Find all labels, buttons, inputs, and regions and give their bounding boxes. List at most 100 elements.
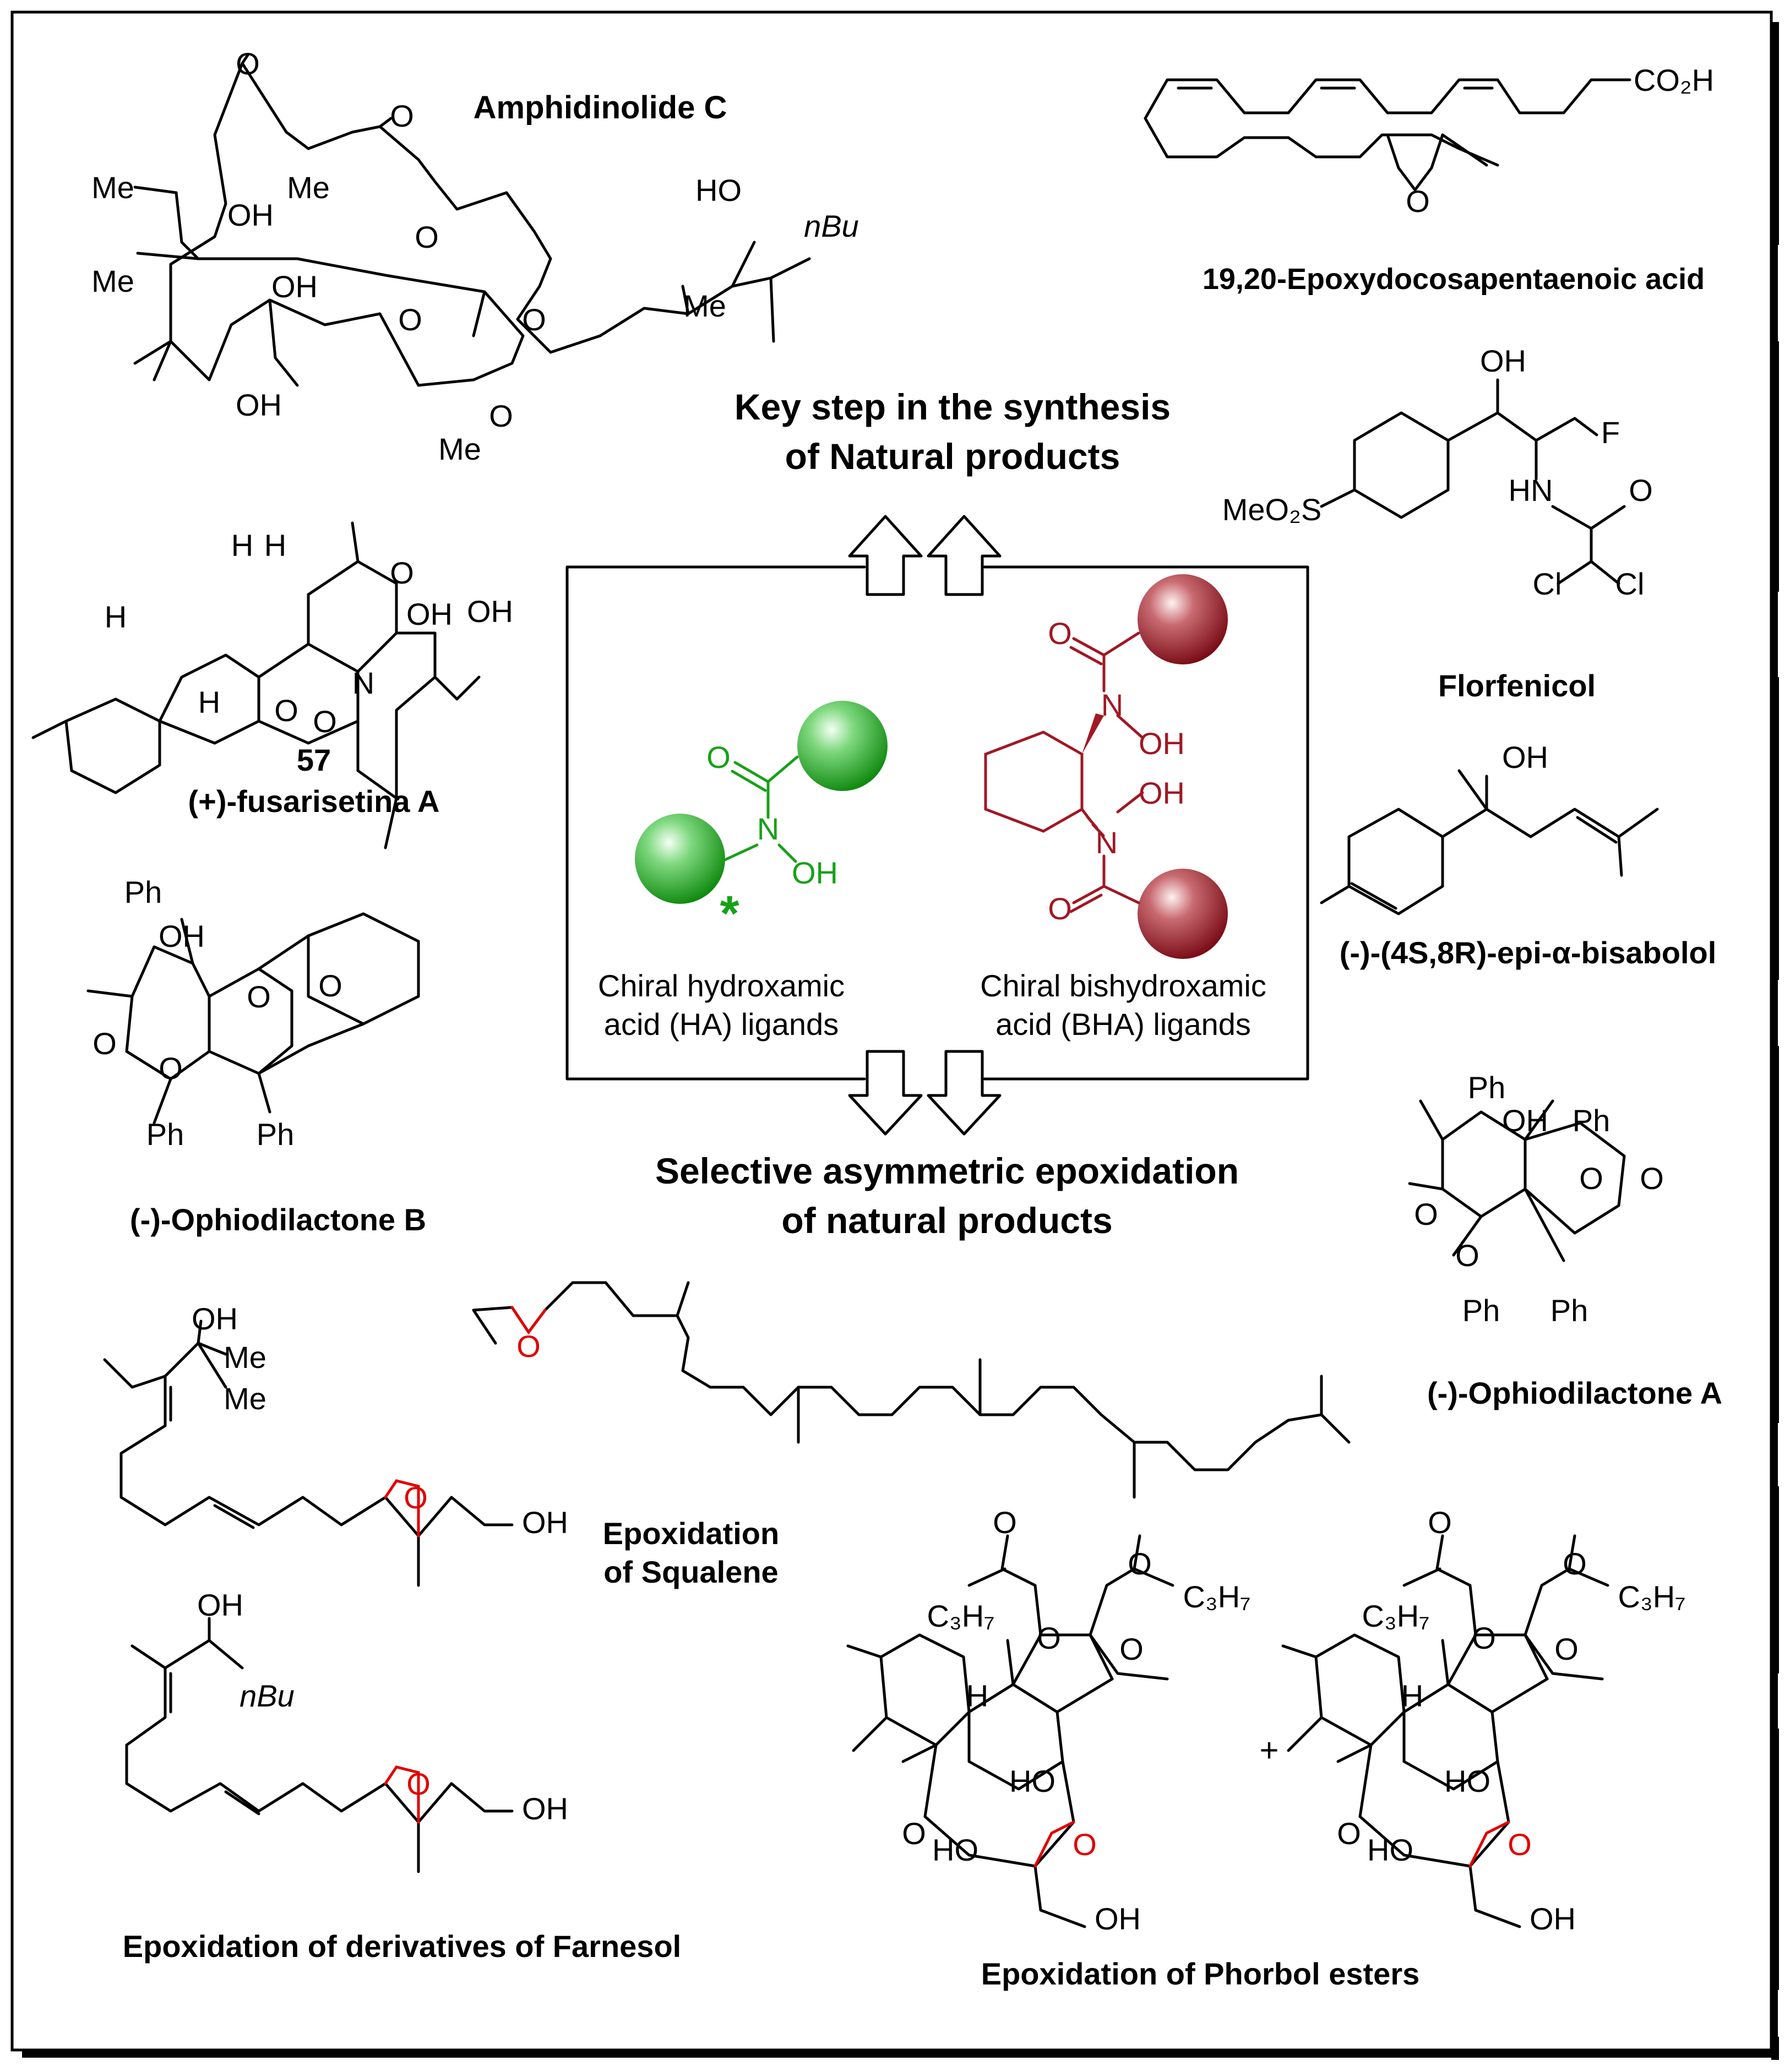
flor-atom-hn: HN xyxy=(1509,473,1553,508)
key-step-title-line2: of Natural products xyxy=(785,436,1120,477)
ph2-atom-o3: O xyxy=(1472,1621,1496,1655)
flor-atom-cl2: Cl xyxy=(1615,566,1645,601)
ph1-atom-ho1: HO xyxy=(1009,1764,1055,1798)
florfenicol-title: Florfenicol xyxy=(1438,668,1596,703)
selective-epoxidation-title-line1: Selective asymmetric epoxidation xyxy=(655,1150,1239,1191)
ha-caption-line2: acid (HA) ligands xyxy=(604,1007,839,1042)
flor-atom-cl1: Cl xyxy=(1533,566,1562,601)
fusarisetina-structure xyxy=(31,521,481,849)
ph1-atom-o4: O xyxy=(1119,1632,1144,1666)
opha-atom-o2: O xyxy=(1640,1161,1664,1196)
flor-atom-oh: OH xyxy=(1480,343,1526,378)
flor-atom-o: O xyxy=(1629,473,1653,508)
amph-atom-oh2: OH xyxy=(271,269,318,304)
amph-atom-oh1: OH xyxy=(227,198,274,232)
ophb-atom-o3: O xyxy=(93,1026,117,1061)
ph1-atom-c3h7a: C₃H₇ xyxy=(927,1599,995,1633)
farnesol-title: Epoxidation of derivatives of Farnesol xyxy=(123,1929,681,1964)
ph2-atom-o6: O xyxy=(1508,1827,1532,1862)
key-step-title-line1: Key step in the synthesis xyxy=(735,386,1171,427)
amph-atom-o6: O xyxy=(489,399,513,433)
amph-atom-me5: Me xyxy=(683,288,726,323)
up-arrow-icon xyxy=(848,515,923,596)
ph2-atom-h: H xyxy=(1401,1678,1423,1713)
amph-atom-o1: O xyxy=(236,46,260,81)
ph1-atom-oh: OH xyxy=(1095,1901,1141,1936)
opha-atom-o4: O xyxy=(1455,1238,1479,1273)
phorbol-title: Epoxidation of Phorbol esters xyxy=(981,1956,1420,1991)
f2-atom-nbu: nBu xyxy=(240,1678,295,1713)
ophiodilactone-a-title: (-)-Ophiodilactone A xyxy=(1427,1376,1722,1410)
amph-atom-o2: O xyxy=(390,99,414,133)
fus-atom-oh2: OH xyxy=(467,594,513,629)
outer-frame xyxy=(10,10,1780,2060)
ph1-atom-o5: O xyxy=(902,1816,926,1851)
ophb-atom-ph2: Ph xyxy=(146,1117,184,1152)
amph-atom-me3: Me xyxy=(91,264,134,298)
squalene-atom-o: O xyxy=(516,1329,541,1364)
epoxy-dpa-structure xyxy=(1144,78,1631,192)
opha-atom-o1: O xyxy=(1579,1161,1603,1196)
amph-atom-o3: O xyxy=(415,220,439,254)
farnesol-derivative-2-structure xyxy=(125,1617,514,1873)
opha-atom-ph4: Ph xyxy=(1550,1293,1588,1328)
amphidinolide-c-title: Amphidinolide C xyxy=(474,90,727,126)
bisabolol-title: (-)-(4S,8R)-epi-α-bisabolol xyxy=(1340,935,1717,970)
ophb-atom-ph1: Ph xyxy=(124,875,162,909)
fus-atom-h2: H xyxy=(264,528,286,563)
bha-atom-n1: N xyxy=(1101,688,1123,722)
bha-atom-n2: N xyxy=(1096,825,1118,860)
plus-sign: + xyxy=(1259,1732,1278,1769)
ph2-atom-o2: O xyxy=(1563,1546,1587,1581)
fus-atom-h1: H xyxy=(231,528,253,563)
amph-atom-nbu: nBu xyxy=(804,209,859,243)
flor-atom-f: F xyxy=(1601,415,1620,450)
amph-atom-o5: O xyxy=(522,302,546,337)
compound-57-label: 57 xyxy=(297,743,331,777)
ph1-atom-c3h7b: C₃H₇ xyxy=(1183,1579,1251,1614)
amph-atom-o4: O xyxy=(398,302,422,337)
ph2-atom-ho2: HO xyxy=(1367,1833,1413,1867)
f2-atom-o: O xyxy=(406,1766,431,1801)
central-ligand-box xyxy=(565,565,1309,1081)
ha-caption-line1: Chiral hydroxamic xyxy=(598,968,845,1003)
ph1-atom-o2: O xyxy=(1128,1546,1152,1581)
ophiodilactone-a-structure xyxy=(1408,1099,1626,1262)
selective-epoxidation-title-line2: of natural products xyxy=(781,1200,1112,1241)
f1-atom-me1: Me xyxy=(224,1340,266,1375)
down-arrow-icon xyxy=(927,1050,1002,1136)
dpa-atom-o: O xyxy=(1406,184,1430,219)
bha-atom-oh2: OH xyxy=(1139,776,1185,810)
f1-atom-oh1: OH xyxy=(192,1301,238,1336)
f1-atom-me2: Me xyxy=(224,1381,266,1416)
phorbol-ester-1-structure xyxy=(846,1534,1174,1928)
bha-caption-line2: acid (BHA) ligands xyxy=(995,1007,1251,1042)
f1-atom-oh2: OH xyxy=(522,1505,568,1540)
bha-ligand-structure: O N OH OH N O xyxy=(984,574,1228,959)
ophb-atom-o1: O xyxy=(247,979,271,1014)
ph2-atom-o1: O xyxy=(1428,1505,1452,1540)
amph-atom-me4: Me xyxy=(438,432,481,466)
ha-atom-o: O xyxy=(706,740,731,775)
ph2-atom-oh: OH xyxy=(1530,1901,1576,1936)
squalene-epoxide-structure xyxy=(472,1281,1351,1499)
bha-ball-bottom xyxy=(1138,869,1228,959)
up-arrow-icon xyxy=(927,515,1002,596)
ha-ball-bottom xyxy=(635,814,725,904)
ph1-atom-h: H xyxy=(966,1678,988,1713)
down-arrow-icon xyxy=(848,1050,923,1136)
bha-atom-o1: O xyxy=(1048,616,1072,651)
bis-atom-oh: OH xyxy=(1502,740,1548,775)
ha-ball-top xyxy=(797,701,888,791)
f1-atom-o: O xyxy=(404,1480,428,1515)
fus-atom-n: N xyxy=(352,666,374,700)
ha-atom-oh: OH xyxy=(792,855,838,890)
florfenicol-structure xyxy=(1320,378,1626,585)
ophb-atom-ph3: Ph xyxy=(257,1117,295,1152)
opha-atom-ph2: Ph xyxy=(1573,1103,1611,1138)
amph-atom-me2: Me xyxy=(287,170,330,205)
opha-atom-ph1: Ph xyxy=(1468,1070,1506,1105)
ph1-atom-ho2: HO xyxy=(932,1833,978,1867)
fus-atom-o2: O xyxy=(274,693,298,728)
